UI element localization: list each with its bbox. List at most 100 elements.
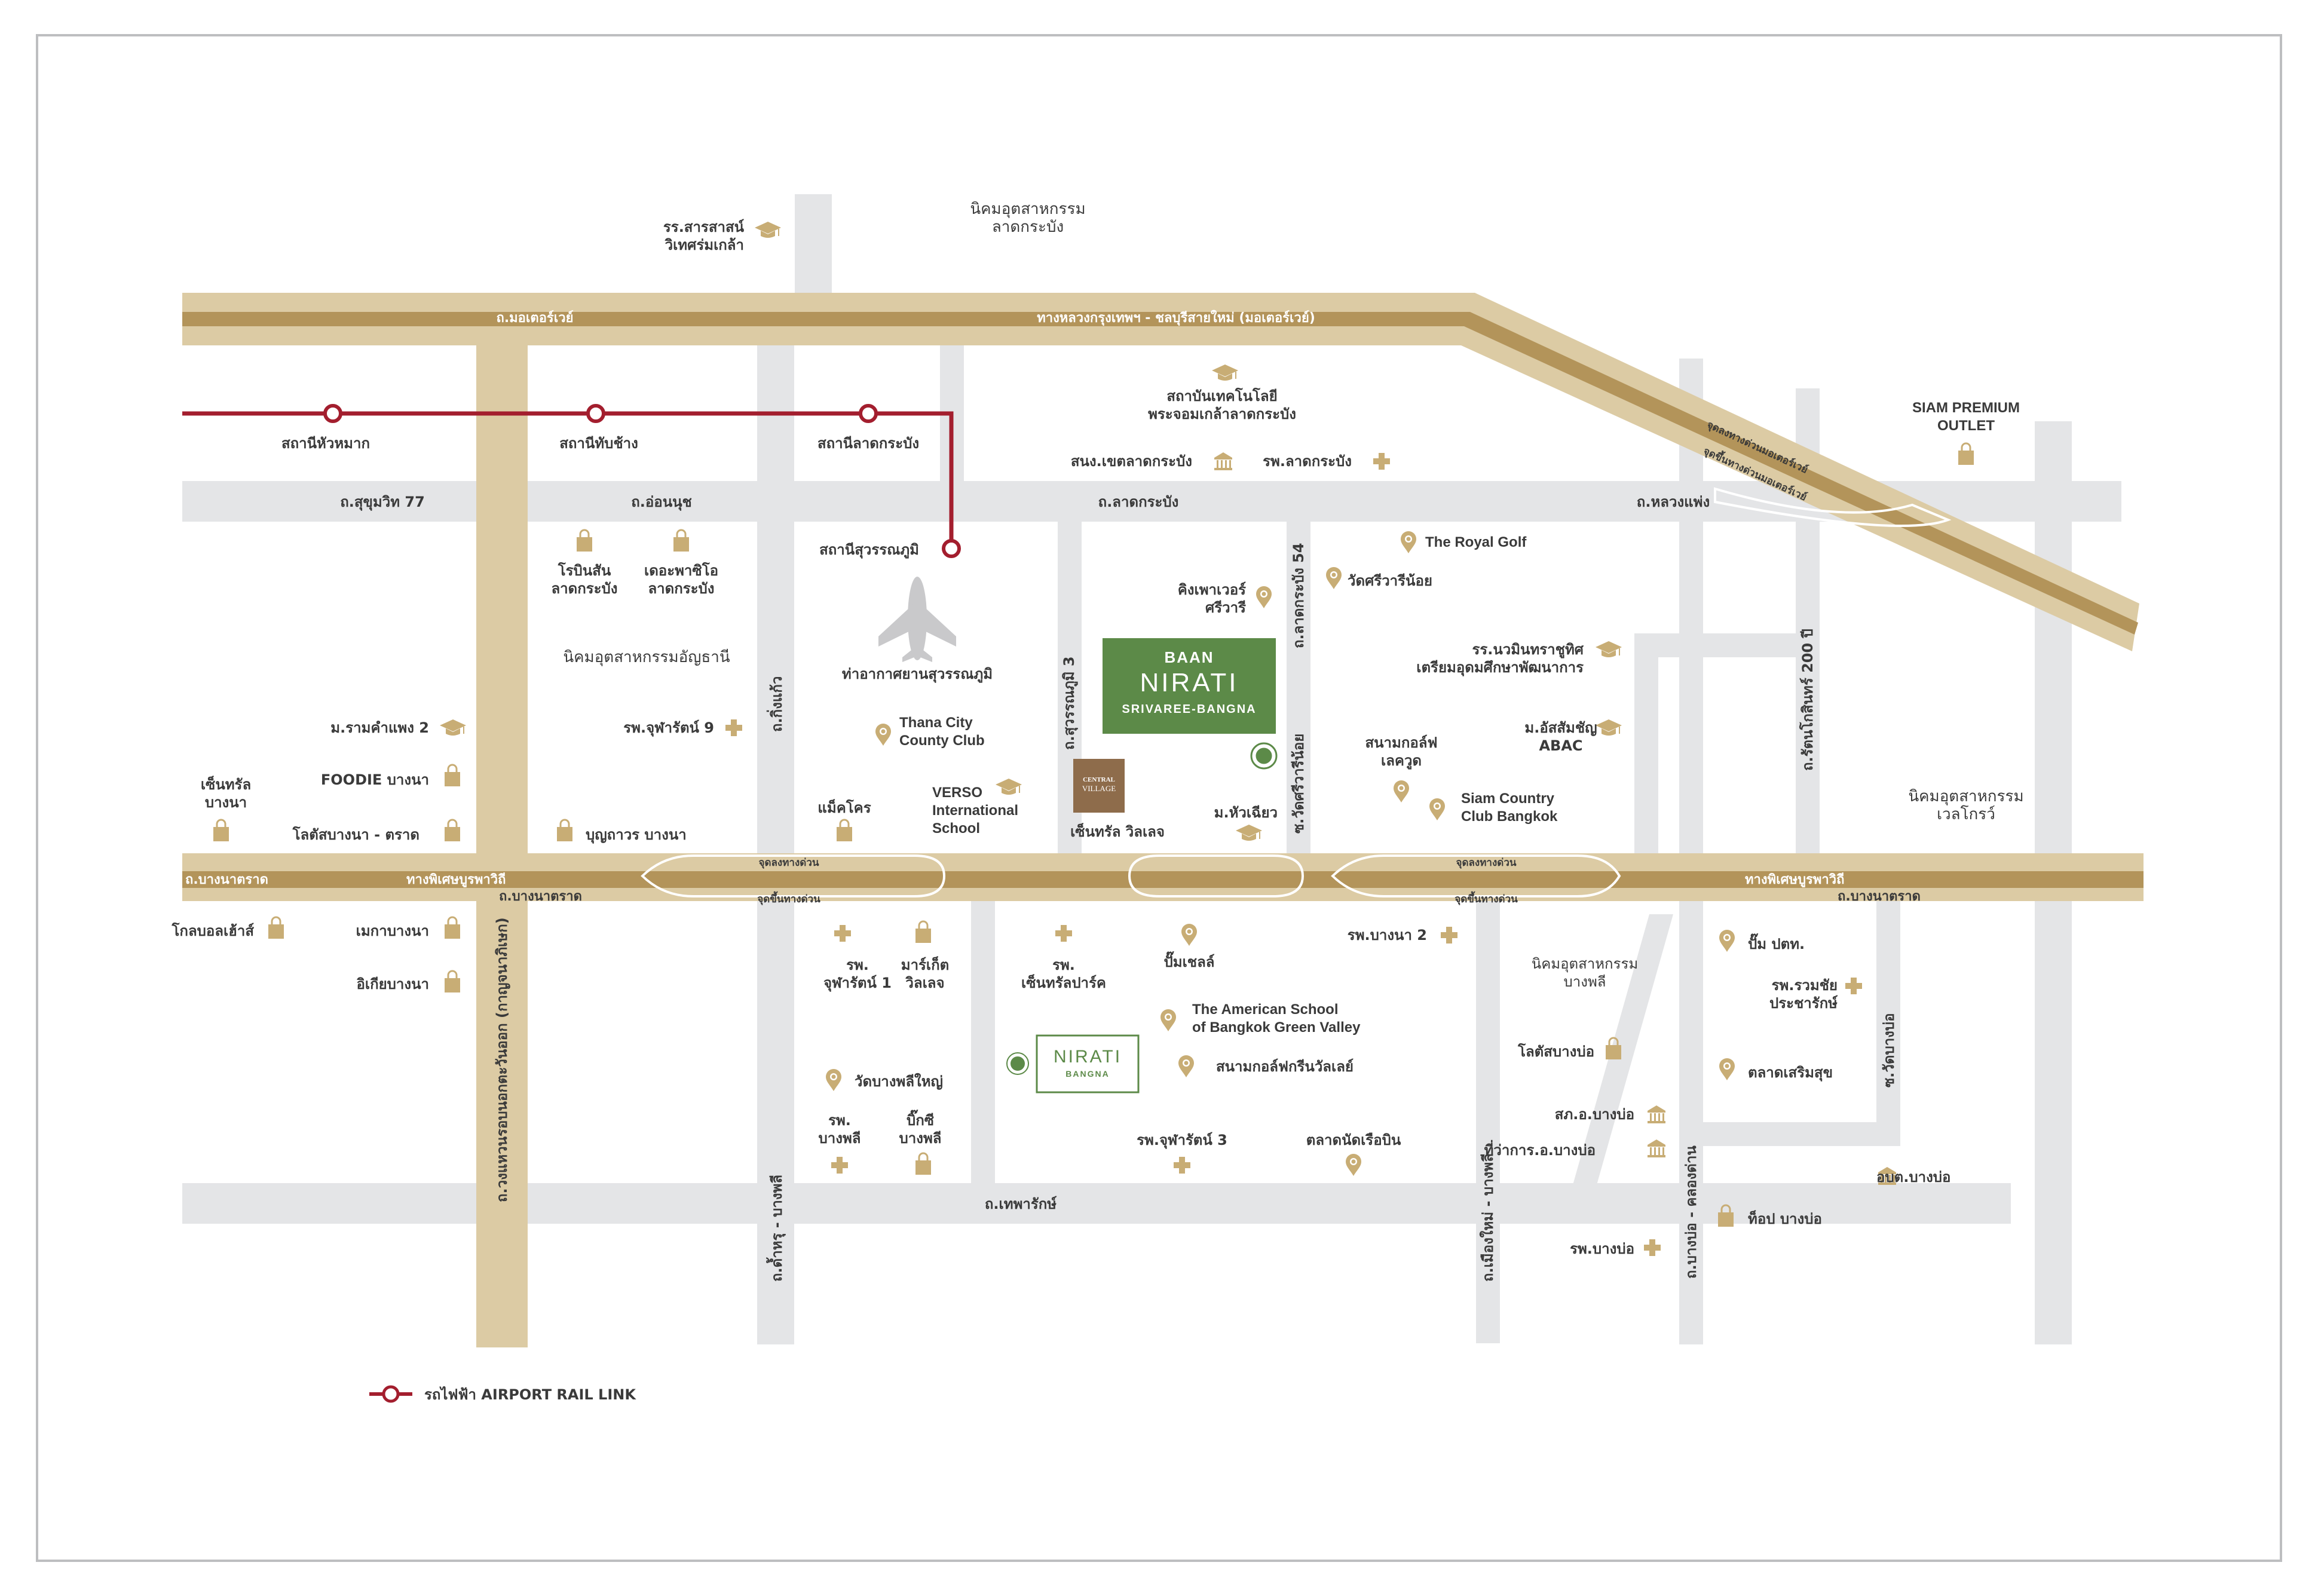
- legend-rail-station: [382, 1385, 400, 1403]
- label-mueang-mai-bangphli: ถ.เมืองใหม่ - บางพลี: [1480, 1153, 1496, 1282]
- rail-stations: [323, 404, 961, 558]
- project-baan-nirati-box: [1103, 638, 1276, 734]
- shopping-bag-icon: [673, 529, 689, 552]
- government-building-icon: [1648, 1139, 1665, 1157]
- road-mueang-mai: [1476, 901, 1500, 1343]
- map-pin-icon: [1394, 780, 1409, 802]
- label-station-hua-mak: สถานีหัวหมาก: [281, 435, 370, 452]
- map-frame: [36, 34, 2282, 1562]
- label-anya-estate: นิคมอุตสาหกรรมอัญธานี: [563, 648, 730, 666]
- label-burapha-right: ทางพิเศษบูรพาวิถี: [1745, 872, 1845, 887]
- shopping-bag-icon: [1958, 442, 1974, 465]
- graduation-cap-icon: [996, 779, 1022, 795]
- label-luang-phaeng: ถ.หลวงแพ่ง: [1636, 494, 1710, 510]
- graduation-cap-icon: [755, 222, 781, 238]
- label-bigc: บิ๊กซีบางพลี: [899, 1112, 942, 1147]
- expressway-ramps: [641, 487, 1952, 897]
- label-district-bangbo: ที่ว่าการ.อ.บางบ่อ: [1484, 1142, 1596, 1159]
- local-roads: [182, 194, 2121, 1344]
- label-expressway-exit-1: จุดลงทางด่วน: [758, 857, 819, 869]
- label-kingkaew-bangphli: ถ.ด้ำหรุ - บางพลี: [768, 1174, 785, 1282]
- shopping-bag-icon: [1606, 1037, 1621, 1059]
- shopping-bag-icon: [557, 819, 572, 841]
- label-bangna-trad-left: ถ.บางนาตราด: [185, 872, 268, 887]
- label-chula1: รพ.จุฬารัตน์ 1: [823, 957, 892, 991]
- label-expressway-exit-2: จุดลงทางด่วน: [1456, 857, 1517, 869]
- road-east-connector-2: [1634, 633, 1658, 853]
- graduation-cap-icon: [440, 719, 466, 736]
- label-navamin: รร.นวมินทราชูทิศเตรียมอุดมศึกษาพัฒนาการ: [1416, 641, 1584, 676]
- airplane-icon: [878, 577, 956, 662]
- road-theparak: [182, 1183, 2011, 1224]
- label-wat-sriwarinoi: ซ.วัดศรีวารีน้อย: [1290, 733, 1307, 834]
- project-nirati-bangna-marker-ring: [1006, 1052, 1029, 1075]
- label-district-office: สนง.เขตลาดกระบัง: [1070, 453, 1192, 470]
- label-hua-chiew: ม.หัวเฉียว: [1214, 804, 1278, 821]
- medical-cross-icon: [831, 1157, 848, 1174]
- label-kmitl: สถาบันเทคโนโลยีพระจอมเกล้าลาดกระบัง: [1148, 388, 1296, 422]
- label-king-power: คิงเพาเวอร์ศรีวารี: [1177, 581, 1246, 616]
- label-global-house: โกลบอลเฮ้าส์: [172, 923, 254, 939]
- label-ikea-bangna: อิเกียบางนา: [356, 976, 429, 992]
- road-motorway: [182, 293, 2139, 651]
- shopping-bag-icon: [445, 764, 460, 786]
- graduation-cap-icon: [1236, 825, 1262, 841]
- label-ptt-bangbo: ปั๊ม ปตท.: [1748, 936, 1805, 952]
- project-nirati-label: NIRATI: [1140, 668, 1239, 697]
- label-chula9: รพ.จุฬารัตน์ 9: [623, 719, 714, 736]
- map-pin-icon: [875, 724, 891, 746]
- shopping-bag-icon: [213, 819, 229, 841]
- shopping-bag-icon: [915, 1152, 931, 1175]
- map-pin-icon: [1160, 1009, 1176, 1031]
- label-royal-golf: The Royal Golf: [1425, 534, 1527, 550]
- medical-cross-icon: [834, 925, 851, 942]
- label-lat-krabang-hospital: รพ.ลาดกระบัง: [1263, 453, 1352, 470]
- central-village-logo-box: [1073, 759, 1125, 813]
- label-onnut: ถ.อ่อนนุช: [631, 494, 692, 510]
- label-bangna-trad-mid: ถ.บางนาตราด: [499, 889, 582, 904]
- label-bangbo-hospital: รพ.บางบ่อ: [1570, 1240, 1634, 1257]
- station-thap-chang-marker: [586, 404, 605, 423]
- map-pin-icon: [1326, 567, 1342, 589]
- shopping-bag-icon: [268, 916, 284, 939]
- label-bangbo-khlongdan: ถ.บางบ่อ - คลองด่าน: [1683, 1145, 1700, 1279]
- shopping-bag-icon: [445, 970, 460, 992]
- project-nirati-bangna-box: [1036, 1034, 1140, 1093]
- government-building-icon: [1878, 1167, 1896, 1185]
- road-diagonal-bangbo: [1572, 914, 1673, 1189]
- graduation-cap-icon: [1212, 364, 1238, 381]
- label-station-thap-chang: สถานีทับช้าง: [559, 435, 638, 452]
- label-central-village: เซ็นทรัล วิลเลจ: [1070, 823, 1165, 840]
- road-kanchanaphisek: [476, 344, 528, 1347]
- label-motorway-short: ถ.มอเตอร์เวย์: [496, 311, 574, 326]
- map-pin-icon: [1256, 586, 1272, 608]
- project-baan-label: BAAN: [1164, 648, 1214, 666]
- label-rattanakosin: ถ.รัตนโกสินทร์ 200 ปี: [1799, 629, 1816, 771]
- medical-cross-icon: [1373, 453, 1390, 470]
- label-boonthavorn: บุญถาวร บางนา: [586, 826, 687, 843]
- medical-cross-icon: [1644, 1239, 1661, 1256]
- label-paseo: เดอะพาซิโอลาดกระบัง: [644, 562, 718, 597]
- label-suvarnabhumi3: ถ.สุวรรณภูมิ 3: [1061, 656, 1077, 750]
- road-bangbo-khlongdan: [1679, 359, 1703, 1344]
- label-station-suvarnabhumi: สถานีสุวรรณภูมิ: [819, 541, 919, 558]
- map-pin-icon: [1181, 924, 1197, 946]
- label-king-kaew: ถ.กิ่งแก้ว: [768, 676, 785, 732]
- medical-cross-icon: [1441, 927, 1457, 943]
- label-top-bangbo: ท็อป บางบ่อ: [1748, 1211, 1822, 1227]
- label-lat-krabang-estate: นิคมอุตสาหกรรมลาดกระบัง: [970, 200, 1086, 236]
- label-bangna-trad-right: ถ.บางนาตราด: [1838, 889, 1921, 904]
- road-left-inner-south: [971, 901, 995, 1183]
- road-south-east-cross: [1703, 1122, 1876, 1146]
- label-lake-golf: สนามกอล์ฟเลควูด: [1365, 734, 1438, 769]
- map-pin-icon: [1719, 930, 1735, 952]
- map-pin-icon: [1346, 1154, 1361, 1176]
- label-talad-ruea: ตลาดนัดเรือบิน: [1306, 1132, 1401, 1148]
- label-police-bangbo: สภ.อ.บางบ่อ: [1554, 1106, 1634, 1123]
- label-obt-bangbo: อบต.บางบ่อ: [1876, 1169, 1951, 1185]
- label-makro: แม็คโคร: [817, 799, 871, 816]
